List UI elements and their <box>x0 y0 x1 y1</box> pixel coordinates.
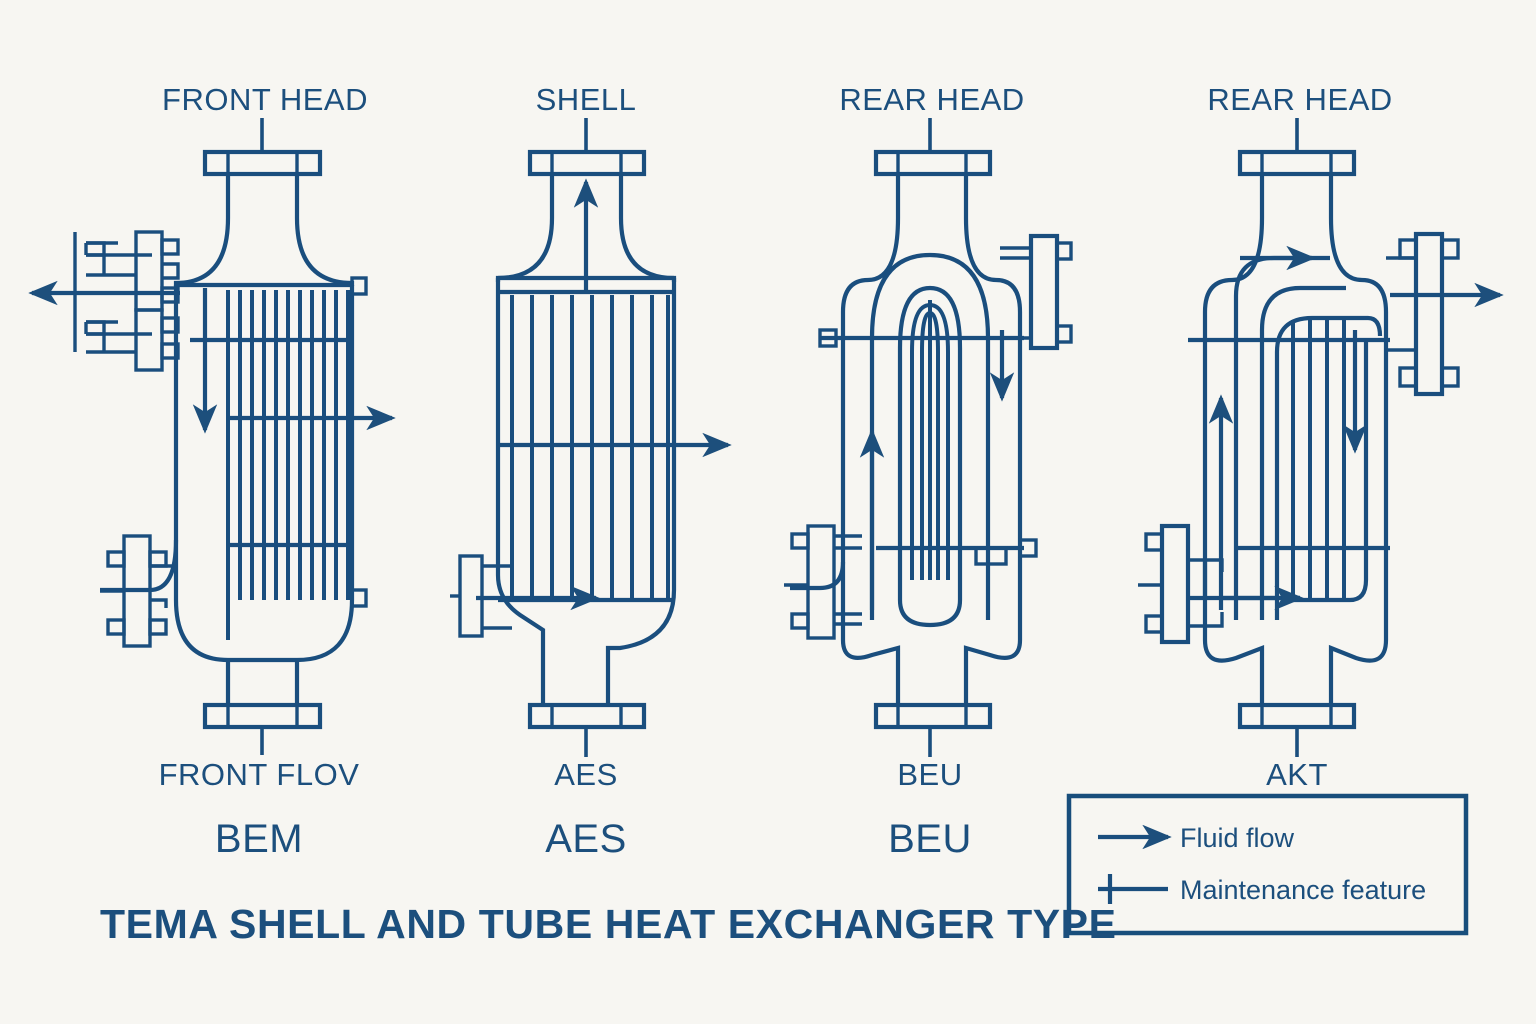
unit-3-bottom-right-taper <box>963 639 1023 705</box>
legend-item-maintenance-feature: Maintenance feature <box>1098 874 1426 905</box>
unit-3-caption: BEU <box>888 817 972 861</box>
legend-label-maintenance-feature: Maintenance feature <box>1180 875 1426 905</box>
unit-2-bottom-right-taper <box>605 589 677 705</box>
unit-4-shroud-mid <box>1259 285 1346 620</box>
unit-4-top-flange <box>1237 149 1357 177</box>
unit-1-head-left <box>173 217 231 286</box>
unit-1-top-neck <box>225 174 300 218</box>
unit-3-shell-right <box>963 217 1023 640</box>
unit-3-support-block <box>974 546 1008 566</box>
unit-2-bottom-label: AES <box>554 757 618 792</box>
unit-2-tube-bundle <box>510 295 670 600</box>
unit-4-akt: REAR HEAD AKT <box>1138 82 1504 792</box>
legend-label-fluid-flow: Fluid flow <box>1180 823 1295 853</box>
unit-4-shell-right <box>1328 217 1389 340</box>
legend-border <box>1066 793 1469 936</box>
unit-4-bottom-label: AKT <box>1266 757 1328 792</box>
unit-2-bottom-flange <box>527 702 647 730</box>
unit-1-bottom-flange <box>202 702 323 730</box>
unit-2-top-flange <box>527 149 647 177</box>
unit-1-tube-bundle <box>226 290 350 640</box>
unit-3-utube-inner <box>897 285 963 600</box>
unit-3-top-neck <box>895 174 969 218</box>
unit-2-top-neck <box>549 174 624 218</box>
unit-2-bottom-left-taper <box>495 574 546 705</box>
unit-3-shell-left <box>840 217 901 640</box>
unit-1-bottom-label: FRONT FLOV <box>159 757 360 792</box>
unit-1-caption: BEM <box>215 817 303 861</box>
unit-3-bundle-bottom <box>897 599 963 628</box>
legend: Fluid flow Maintenance feature <box>1066 793 1469 936</box>
unit-3-top-flange <box>873 149 993 177</box>
unit-4-bottom-left-taper <box>1202 639 1265 705</box>
unit-1-maintenance-flange-mid[interactable] <box>84 308 180 372</box>
unit-1-head-right <box>294 217 355 286</box>
unit-4-bundle-return-lower <box>1293 340 1369 603</box>
unit-2-head-right <box>618 217 677 282</box>
unit-3-utube-outer <box>869 252 991 620</box>
unit-1-bottom-dome <box>173 599 355 663</box>
legend-item-fluid-flow: Fluid flow <box>1098 823 1295 853</box>
unit-4-top-label: REAR HEAD <box>1207 82 1392 117</box>
unit-4-bottom-flange <box>1237 702 1357 730</box>
unit-4-rear-flange-plate[interactable] <box>1386 231 1460 397</box>
unit-3-bottom-label: BEU <box>897 757 962 792</box>
unit-4-shroud-upper <box>1233 255 1330 620</box>
unit-1-bottom-neck <box>225 660 300 705</box>
unit-1-lug-bottom <box>350 588 368 608</box>
unit-3-bottom-flange <box>873 702 993 730</box>
unit-3-lug-right <box>1018 538 1038 558</box>
unit-2-caption: AES <box>545 817 627 861</box>
unit-3-beu: REAR HEAD BEU BEU <box>784 82 1073 861</box>
unit-1-maintenance-flange-upper[interactable] <box>84 230 180 312</box>
unit-1-maintenance-flange-lower[interactable] <box>100 534 178 648</box>
unit-3-tube-bundle <box>910 300 950 580</box>
unit-2-head-left <box>495 217 555 282</box>
unit-4-shell-left <box>1202 217 1265 640</box>
unit-3-rear-flange-plate[interactable] <box>1000 233 1073 351</box>
unit-3-top-label: REAR HEAD <box>839 82 1024 117</box>
unit-3-lug-left <box>818 328 838 348</box>
unit-4-tube-bundle <box>1291 320 1346 600</box>
unit-1-top-flange <box>202 149 323 177</box>
unit-4-top-neck <box>1259 174 1334 218</box>
unit-3-inlet-pipe <box>790 561 846 591</box>
unit-1-bem: FRONT HEAD FRONT FLOV BEM <box>28 82 396 861</box>
unit-4-inlet-pipe <box>1188 560 1300 601</box>
page-title: TEMA SHELL AND TUBE HEAT EXCHANGER TYPE <box>100 901 1117 947</box>
unit-1-lug-top <box>350 276 368 296</box>
unit-1-top-label: FRONT HEAD <box>162 82 368 117</box>
unit-2-top-label: SHELL <box>536 82 637 117</box>
unit-4-front-flange-plate[interactable] <box>1138 523 1224 645</box>
unit-2-aes: SHELL AES AES <box>450 82 732 861</box>
unit-4-bottom-right-taper <box>1328 639 1389 705</box>
unit-3-bottom-left-taper <box>840 639 901 705</box>
unit-3-maintenance-flange[interactable] <box>784 524 862 640</box>
